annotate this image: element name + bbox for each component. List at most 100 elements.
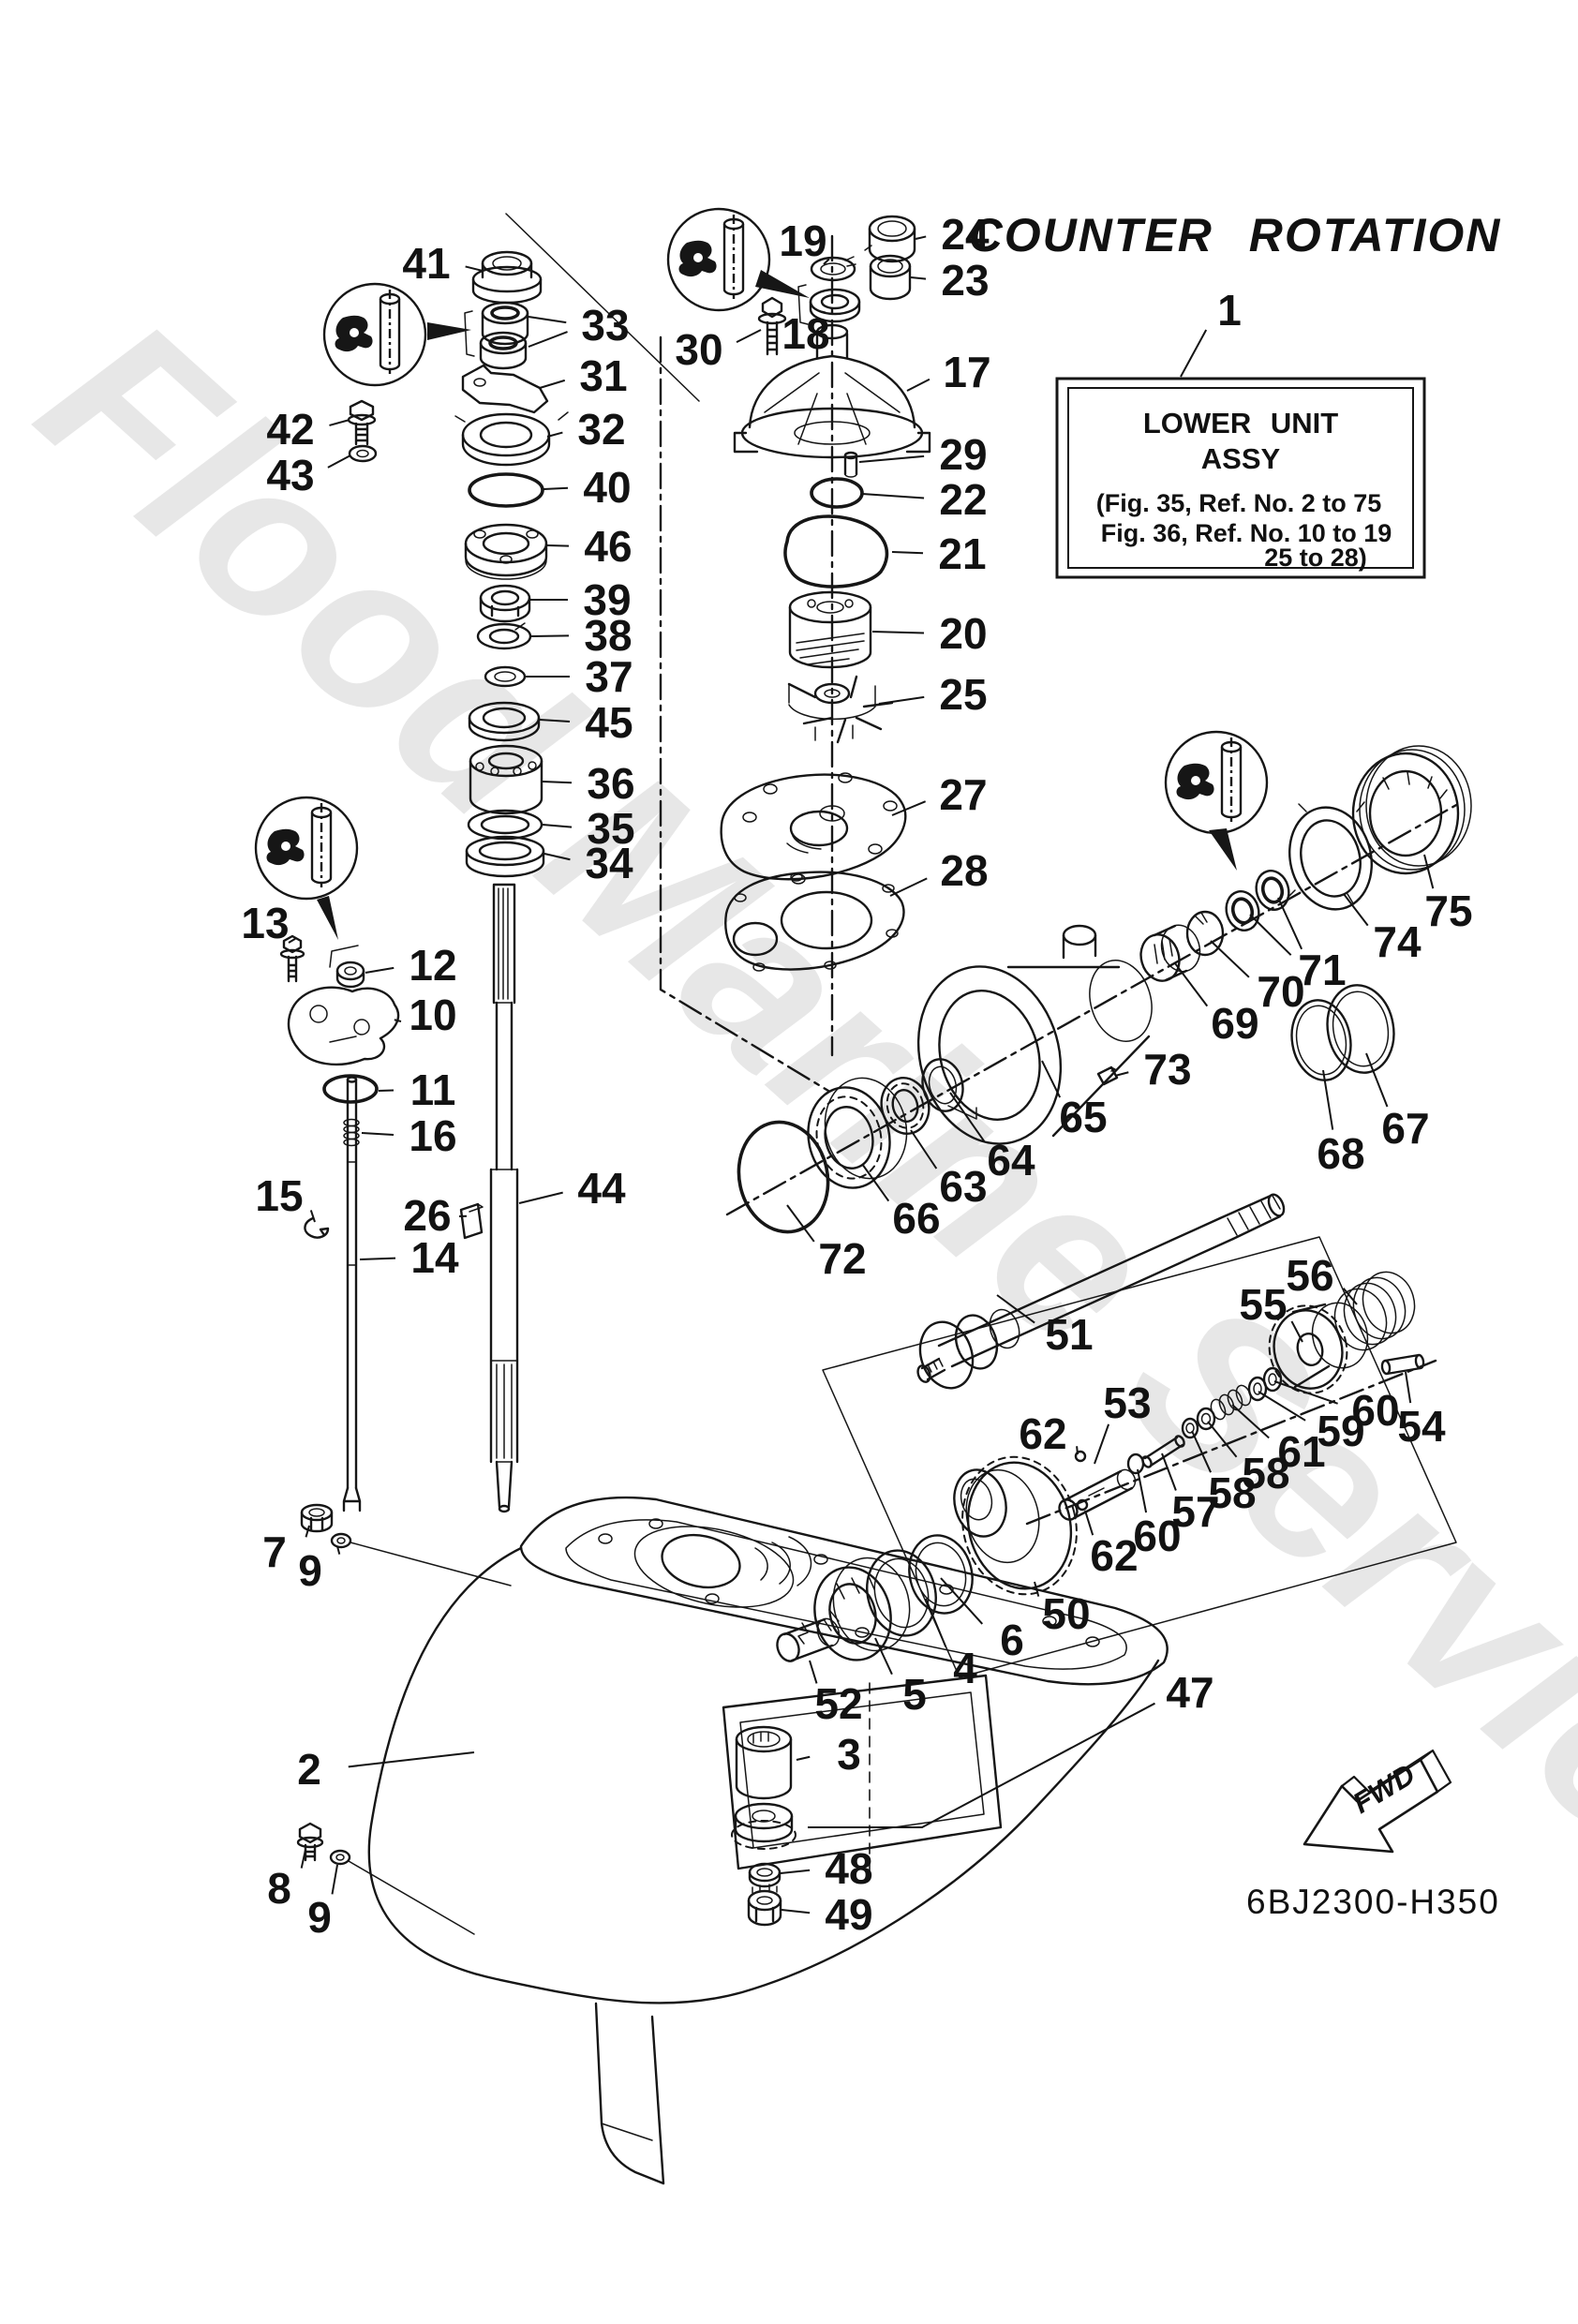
callout-number: 28: [940, 846, 988, 895]
callout-leader: [543, 853, 571, 861]
callout-number: 9: [307, 1893, 332, 1942]
callout-number: 20: [939, 609, 987, 658]
callout-35: 35: [542, 804, 635, 853]
callout-leader: [528, 316, 567, 324]
callout-50: 50: [1034, 1581, 1091, 1638]
callout-number: 70: [1257, 967, 1304, 1016]
callout-56: 56: [1286, 1251, 1358, 1305]
callout-number: 62: [1090, 1531, 1138, 1580]
callout-leader: [336, 1545, 341, 1555]
callout-68: 68: [1317, 1069, 1365, 1178]
callout-leader: [796, 1755, 811, 1761]
callout-38: 38: [530, 611, 633, 660]
callout-67: 67: [1365, 1052, 1430, 1153]
callout-number: 30: [675, 325, 722, 374]
callout-number: 18: [782, 309, 829, 358]
callout-leader: [1258, 1391, 1306, 1422]
callout-number: 42: [266, 405, 314, 454]
callout-leader: [365, 966, 394, 974]
callout-13: 13: [241, 899, 296, 947]
fwd-arrow-icon: FWD: [1303, 1749, 1452, 1854]
callout-30: 30: [675, 325, 762, 374]
callout-10: 10: [394, 991, 457, 1039]
assembly-box-line2: ASSY: [1201, 442, 1281, 475]
callout-48: 48: [780, 1844, 873, 1893]
assembly-box-note-3: 25 to 28): [1264, 544, 1367, 572]
part-mounting-hardware: [296, 1503, 352, 1866]
callout-number: 43: [266, 451, 314, 499]
callout-leader: [1322, 1069, 1334, 1130]
callout-number: 74: [1373, 917, 1422, 966]
callout-leader: [378, 1089, 394, 1092]
callout-number: 63: [939, 1162, 987, 1211]
callout-number: 15: [255, 1171, 303, 1220]
callout-leader: [539, 719, 571, 723]
callout-number: 60: [1133, 1512, 1181, 1560]
callout-leader: [305, 1525, 310, 1538]
callout-number: 55: [1239, 1280, 1287, 1329]
callout-number: 62: [1019, 1409, 1066, 1458]
callout-leader: [781, 1909, 811, 1914]
callout-55: 55: [1239, 1280, 1303, 1343]
callout-leader: [910, 1129, 938, 1169]
assembly-box-line1: LOWER UNIT: [1143, 407, 1338, 439]
callout-leader: [861, 493, 925, 499]
callout-63: 63: [910, 1129, 988, 1211]
callout-number: 66: [892, 1194, 940, 1243]
grease-pointer-arrow: [317, 896, 338, 940]
part-clutch-subassembly: [1058, 1271, 1425, 1521]
grease-detail-circle: [1164, 730, 1269, 871]
callout-number: 47: [1166, 1668, 1213, 1717]
callout-39: 39: [529, 575, 632, 624]
callout-7: 7: [262, 1525, 310, 1576]
callout-number: 33: [581, 301, 629, 350]
callout-number: 12: [409, 941, 456, 990]
callout-number: 1: [1217, 286, 1242, 335]
callout-number: 8: [267, 1864, 291, 1913]
callout-23: 23: [910, 256, 990, 305]
callout-41: 41: [402, 239, 484, 288]
callout-leader: [889, 877, 928, 897]
callout-leader: [331, 1864, 338, 1895]
callout-leader: [542, 824, 573, 828]
callout-leader: [891, 800, 927, 816]
callout-leader: [1114, 1071, 1129, 1077]
grease-pointer-arrow: [427, 322, 471, 340]
callout-28: 28: [889, 846, 989, 897]
callout-leader: [1076, 1446, 1079, 1455]
callout-leader: [809, 1660, 818, 1684]
grease-pointer-arrow: [1209, 828, 1237, 871]
part-drive-shaft: [459, 883, 519, 1513]
callout-46: 46: [546, 522, 633, 571]
callout-number: 9: [298, 1546, 322, 1595]
callout-33: 33: [528, 301, 630, 350]
callout-number: 17: [943, 348, 990, 396]
callout-number: 49: [825, 1890, 872, 1939]
callout-17: 17: [906, 348, 991, 396]
callout-leader: [530, 634, 570, 637]
part-bolt-42-washer-43: [347, 399, 378, 463]
callout-number: 69: [1211, 999, 1258, 1048]
callout-11: 11: [378, 1065, 455, 1114]
callout-leader: [288, 937, 296, 944]
callout-66: 66: [861, 1163, 941, 1243]
callout-number: 44: [577, 1164, 626, 1213]
grease-pointer-arrow: [755, 270, 810, 298]
callout-leader: [1161, 1452, 1177, 1491]
callout-number: 4: [953, 1644, 977, 1692]
callout-leader: [1137, 1468, 1148, 1513]
centerlines: [348, 213, 1460, 1935]
callout-leader: [329, 419, 350, 426]
callout-leader: [546, 431, 563, 438]
subassembly-boundary-box: [822, 1236, 1457, 1678]
callout-20: 20: [871, 609, 988, 658]
callout-leader: [1423, 854, 1435, 889]
callout-leader: [915, 235, 927, 240]
callout-58: 58: [1207, 1421, 1290, 1497]
assembly-box-note-2: Fig. 36, Ref. No. 10 to 19: [1101, 519, 1392, 547]
assembly-ref-box: LOWER UNIT ASSY (Fig. 35, Ref. No. 2 to …: [1055, 377, 1426, 579]
callout-27: 27: [891, 770, 988, 819]
callout-leader: [1180, 329, 1208, 378]
